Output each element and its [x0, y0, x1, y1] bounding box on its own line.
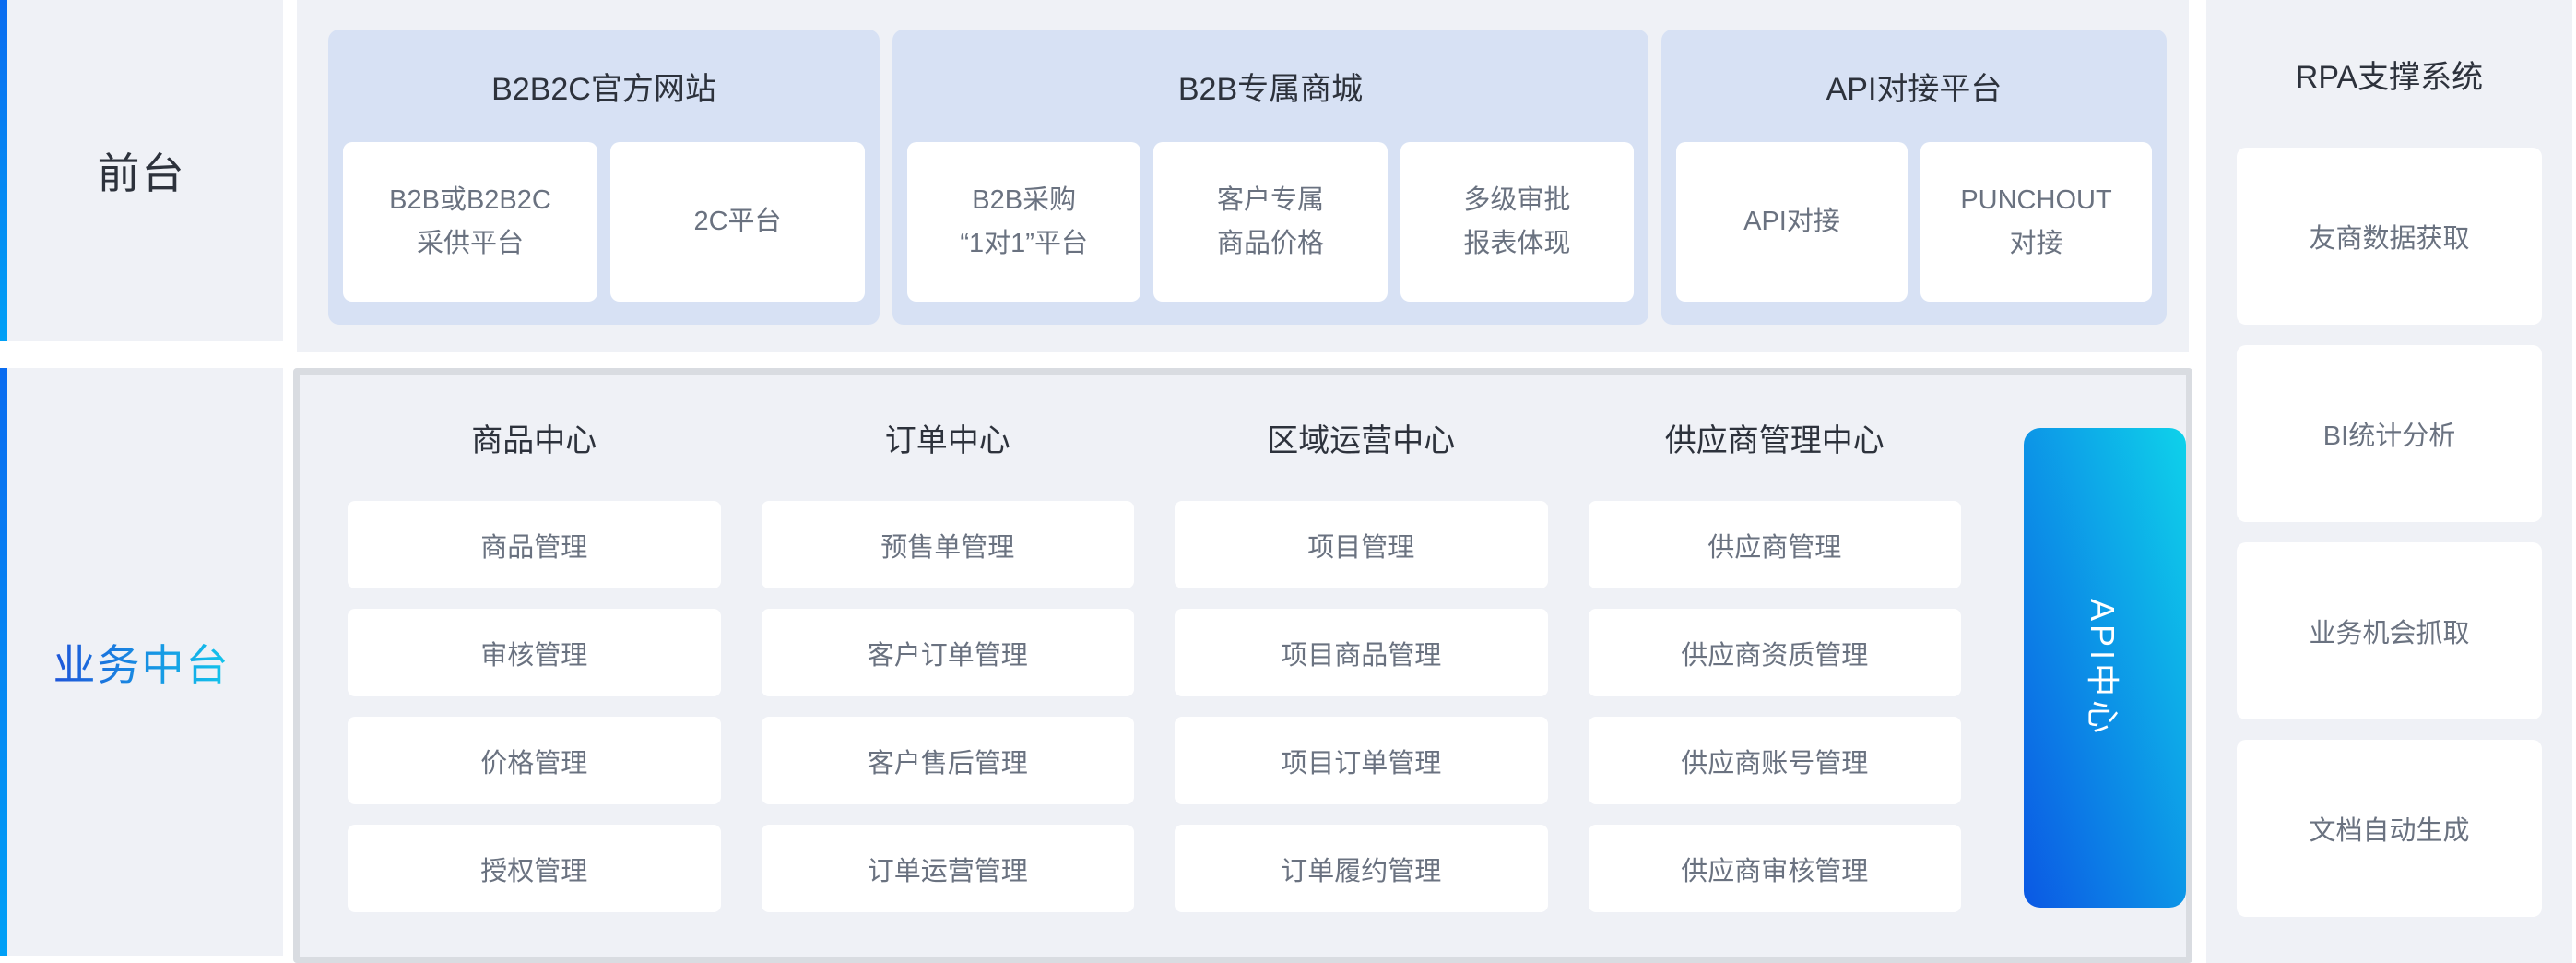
module-card-supplier-management: 供应商管理 — [1588, 501, 1961, 588]
business-middle-label: 业务中台 — [0, 368, 283, 956]
group-b2b2c-website-cards: B2B或B2B2C 采供平台 2C平台 — [328, 142, 880, 302]
column-regional-operation-center: 区域运营中心 项目管理 项目商品管理 项目订单管理 订单履约管理 — [1175, 374, 1548, 957]
group-b2b-mall-cards: B2B采购 “1对1”平台 客户专属 商品价格 多级审批 报表体现 — [892, 142, 1648, 302]
module-card-price-management: 价格管理 — [348, 717, 721, 804]
module-card-product-management: 商品管理 — [348, 501, 721, 588]
business-middle-block: 业务中台 — [0, 368, 283, 956]
group-b2b-mall-title: B2B专属商城 — [1177, 71, 1364, 107]
front-card-customer-exclusive-price: 客户专属 商品价格 — [1153, 142, 1388, 302]
module-card-review-management: 审核管理 — [348, 609, 721, 696]
module-card-customer-aftersale-management: 客户售后管理 — [761, 717, 1134, 804]
module-card-project-management: 项目管理 — [1175, 501, 1548, 588]
column-order-center-title: 订单中心 — [884, 423, 1010, 458]
module-card-order-operation-management: 订单运营管理 — [761, 825, 1134, 912]
column-product-center-title: 商品中心 — [471, 423, 597, 458]
front-card-b2b-1to1-platform: B2B采购 “1对1”平台 — [907, 142, 1141, 302]
module-card-supplier-review-management: 供应商审核管理 — [1588, 825, 1961, 912]
module-card-presale-order-management: 预售单管理 — [761, 501, 1134, 588]
group-api-platform-cards: API对接 PUNCHOUT 对接 — [1661, 142, 2167, 302]
rpa-panel-title: RPA支撑系统 — [2295, 59, 2484, 95]
front-card-multilevel-approval-report: 多级审批 报表体现 — [1400, 142, 1634, 302]
front-card-punchout-integration: PUNCHOUT 对接 — [1920, 142, 2152, 302]
module-card-project-order-management: 项目订单管理 — [1175, 717, 1548, 804]
column-product-center: 商品中心 商品管理 审核管理 价格管理 授权管理 — [348, 374, 721, 957]
group-b2b-mall: B2B专属商城 B2B采购 “1对1”平台 客户专属 商品价格 多级审批 报表体… — [892, 30, 1648, 325]
middle-accent-bar — [0, 368, 7, 956]
column-order-center: 订单中心 预售单管理 客户订单管理 客户售后管理 订单运营管理 — [761, 374, 1134, 957]
module-card-supplier-account-management: 供应商账号管理 — [1588, 717, 1961, 804]
module-card-project-product-management: 项目商品管理 — [1175, 609, 1548, 696]
rpa-card-document-auto-generation: 文档自动生成 — [2237, 740, 2542, 917]
front-card-2c-platform: 2C平台 — [610, 142, 865, 302]
api-center-label: API中心 — [2084, 598, 2121, 738]
group-api-platform: API对接平台 API对接 PUNCHOUT 对接 — [1661, 30, 2167, 325]
rpa-card-bi-statistical-analysis: BI统计分析 — [2237, 345, 2542, 522]
group-b2b2c-website: B2B2C官方网站 B2B或B2B2C 采供平台 2C平台 — [328, 30, 880, 325]
rpa-card-business-opportunity-capture: 业务机会抓取 — [2237, 542, 2542, 719]
module-card-order-fulfillment-management: 订单履约管理 — [1175, 825, 1548, 912]
module-card-supplier-qualification-management: 供应商资质管理 — [1588, 609, 1961, 696]
rpa-card-competitor-data-acquisition: 友商数据获取 — [2237, 148, 2542, 325]
module-card-customer-order-management: 客户订单管理 — [761, 609, 1134, 696]
column-regional-operation-center-title: 区域运营中心 — [1267, 423, 1456, 458]
front-platform-panel: B2B2C官方网站 B2B或B2B2C 采供平台 2C平台 B2B专属商城 B2… — [297, 0, 2189, 352]
column-supplier-management-center: 供应商管理中心 供应商管理 供应商资质管理 供应商账号管理 供应商审核管理 — [1588, 374, 1961, 957]
front-card-b2b-or-b2b2c-platform: B2B或B2B2C 采供平台 — [343, 142, 597, 302]
api-center-bar: API中心 — [2024, 428, 2186, 908]
front-stage-label: 前台 — [97, 149, 186, 197]
column-supplier-management-center-title: 供应商管理中心 — [1664, 423, 1885, 458]
group-api-platform-title: API对接平台 — [1826, 71, 2003, 107]
business-middle-platform-panel: 商品中心 商品管理 审核管理 价格管理 授权管理 订单中心 预售单管理 客户订单… — [293, 368, 2192, 963]
business-middle-label-text: 业务中台 — [53, 632, 230, 693]
front-stage-block: 前台 — [0, 0, 283, 341]
rpa-panel: RPA支撑系统 友商数据获取 BI统计分析 业务机会抓取 文档自动生成 — [2206, 0, 2572, 963]
group-b2b2c-website-title: B2B2C官方网站 — [491, 71, 716, 107]
front-card-api-integration: API对接 — [1676, 142, 1908, 302]
front-accent-bar — [0, 0, 7, 341]
module-card-authorization-management: 授权管理 — [348, 825, 721, 912]
